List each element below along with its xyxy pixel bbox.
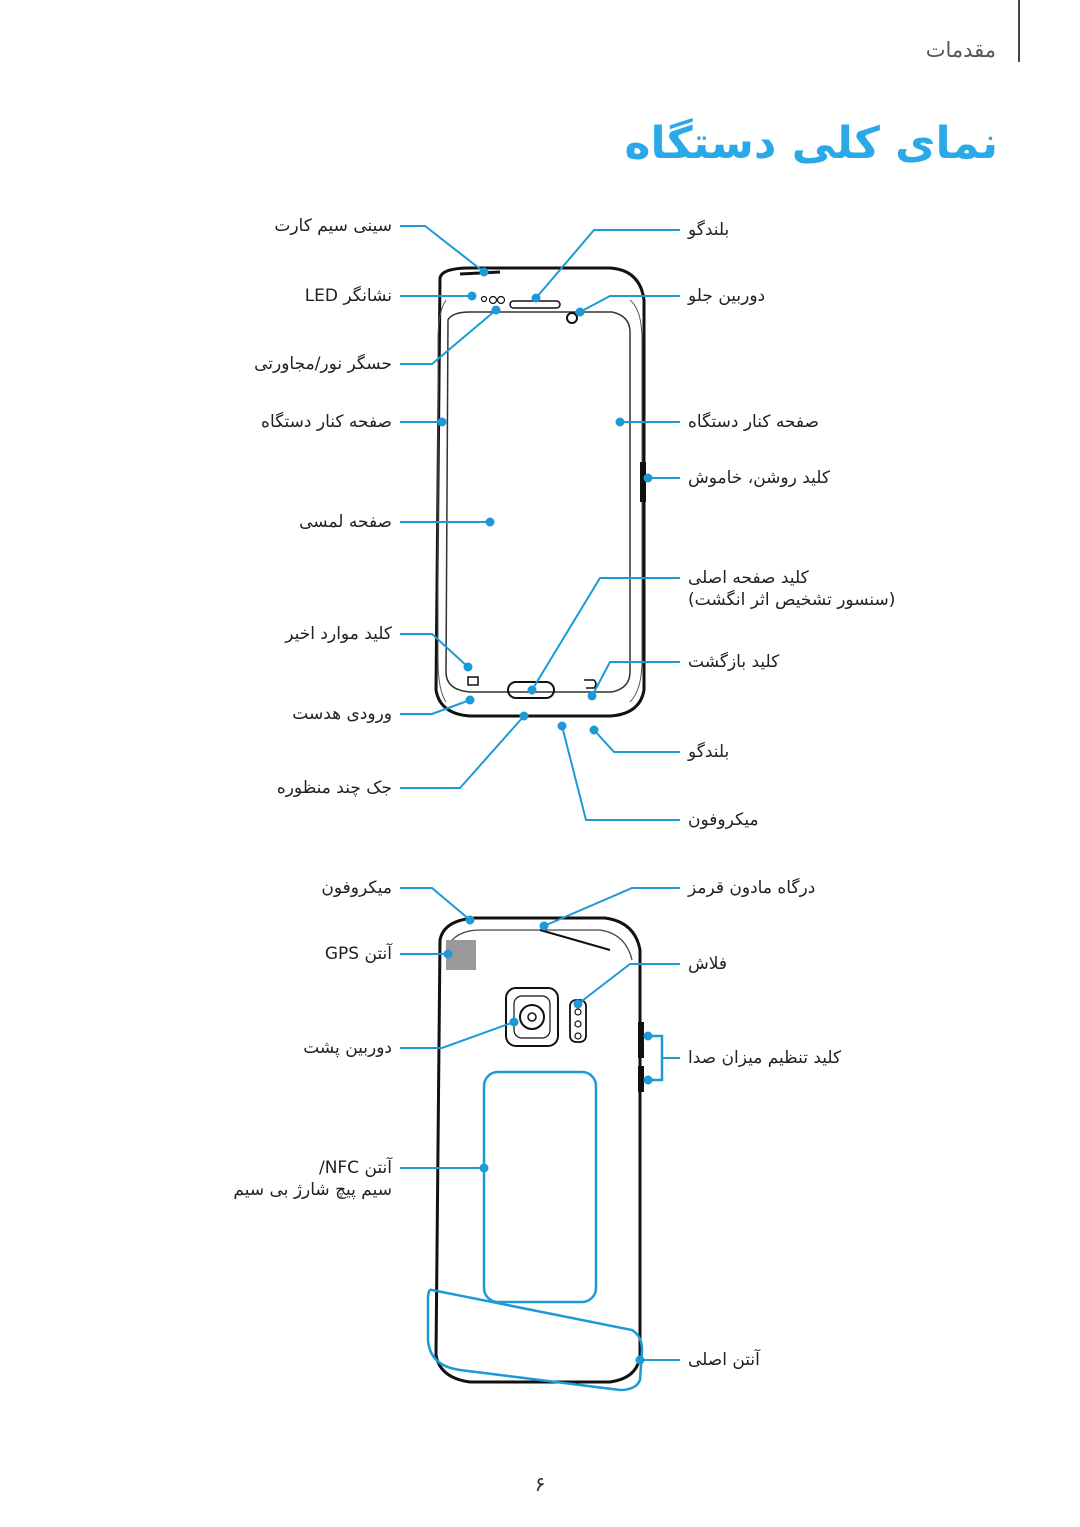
header-divider [1018, 0, 1020, 62]
label-back-key: کلید بازگشت [688, 652, 780, 672]
label-recent-key: کلید موارد اخیر [285, 624, 392, 644]
label-home-key-line2: (سنسور تشخیص اثر انگشت) [688, 590, 896, 610]
label-rear-camera: دوربین پشت [303, 1038, 392, 1058]
label-mic-top: میکروفون [321, 878, 392, 898]
label-touch-screen: صفحه لمسی [299, 512, 392, 532]
label-speaker-top: بلندگو [688, 220, 730, 240]
callout-dots [437, 267, 653, 1365]
volume-bracket [648, 1034, 664, 1082]
nfc-coil-region [482, 1070, 598, 1304]
label-led: نشانگر LED [304, 286, 392, 306]
label-main-antenna: آنتن اصلی [688, 1350, 760, 1370]
label-flash: فلاش [688, 954, 728, 974]
callout-lines [400, 225, 680, 1361]
label-volume-key: کلید تنظیم میزان صدا [688, 1048, 842, 1068]
label-nfc-line1: آنتن NFC/ [318, 1158, 392, 1178]
page-title: نمای کلی دستگاه [624, 118, 998, 169]
label-nfc-antenna: آنتن NFC/ سیم پیچ شارژ بی سیم [233, 1157, 392, 1201]
main-antenna-region [426, 1288, 644, 1392]
label-ir-port: درگاه مادون قرمز [688, 878, 816, 898]
label-speaker-bottom: بلندگو [688, 742, 730, 762]
page-number: ۶ [534, 1472, 546, 1496]
label-home-key: کلید صفحه اصلی (سنسور تشخیص اثر انگشت) [688, 567, 895, 611]
label-power-key: کلید روشن، خاموش [688, 468, 831, 488]
front-phone-illustration [434, 266, 646, 718]
label-sim-tray: سینی سیم کارت [274, 216, 392, 236]
label-home-key-line1: کلید صفحه اصلی [688, 568, 809, 588]
label-gps-antenna: آنتن GPS [324, 944, 392, 964]
label-edge-left: صفحه کنار دستگاه [261, 412, 392, 432]
section-header: مقدمات [925, 38, 996, 62]
label-edge-right: صفحه کنار دستگاه [688, 412, 819, 432]
highlight-regions [426, 1034, 664, 1392]
label-mic-bottom: میکروفون [688, 810, 759, 830]
label-nfc-line2: سیم پیچ شارژ بی سیم [233, 1180, 392, 1200]
back-phone-illustration [434, 916, 644, 1384]
label-earphone-jack: ورودی هدست [292, 704, 392, 724]
label-light-sensor: حسگر نور/مجاورتی [254, 354, 392, 374]
label-front-camera: دوربین جلو [688, 286, 766, 306]
label-multipurpose-jack: جک چند منظوره [276, 778, 392, 798]
